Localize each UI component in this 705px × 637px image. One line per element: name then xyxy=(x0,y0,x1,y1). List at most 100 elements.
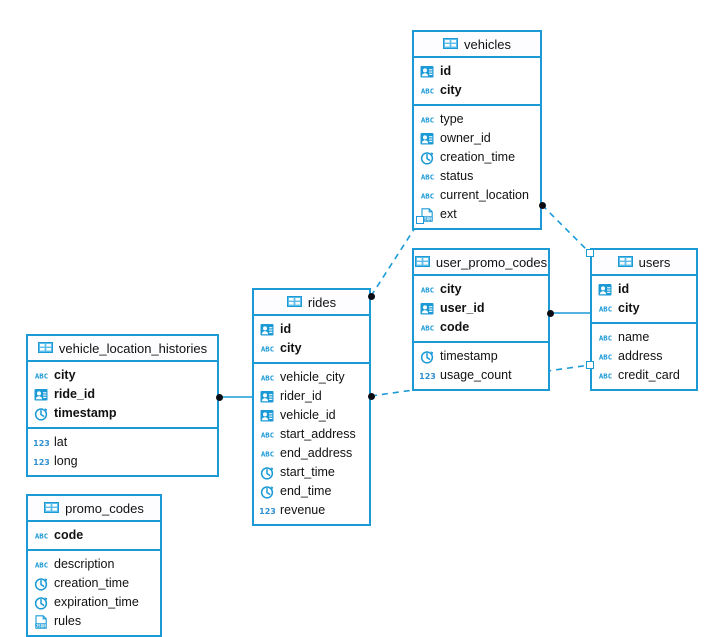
table-title: vehicle_location_histories xyxy=(58,340,208,356)
abc-text-icon: ABC xyxy=(598,369,613,383)
field-row-users-id[interactable]: id xyxy=(592,280,696,299)
clock-icon xyxy=(34,577,49,591)
relationship-endpoint-square-rides-to-vehicles xyxy=(416,216,424,224)
field-row-vehicles-id[interactable]: id xyxy=(414,62,540,81)
field-row-user_promo_codes-user_id[interactable]: user_id xyxy=(414,299,548,318)
field-label: status xyxy=(440,169,474,184)
field-row-promo_codes-creation_time[interactable]: creation_time xyxy=(28,574,160,593)
relationship-endpoint-dot-rides-to-users xyxy=(367,392,375,400)
field-row-vehicles-city[interactable]: ABC city xyxy=(414,81,540,100)
table-header-promo_codes[interactable]: promo_codes xyxy=(28,496,160,522)
abc-text-icon: ABC xyxy=(260,342,275,356)
field-label: name xyxy=(618,330,650,345)
svg-text:ABC: ABC xyxy=(35,560,48,569)
id-badge-icon xyxy=(420,302,435,316)
abc-text-icon: ABC xyxy=(598,302,613,316)
relationship-endpoint-dot-rides-to-vehicles xyxy=(367,292,375,300)
clock-icon xyxy=(260,485,275,499)
svg-text:ABC: ABC xyxy=(421,285,434,294)
field-row-rides-start_time[interactable]: start_time xyxy=(254,463,369,482)
123-number-icon: 123 xyxy=(260,504,275,518)
svg-text:ABC: ABC xyxy=(261,430,274,439)
123-number-icon: 123 xyxy=(420,369,435,383)
table-title: rides xyxy=(307,294,337,310)
clock-icon xyxy=(34,596,49,610)
field-row-rides-rider_id[interactable]: rider_id xyxy=(254,387,369,406)
abc-text-icon: ABC xyxy=(598,350,613,364)
field-label: id xyxy=(618,282,630,297)
clock-icon xyxy=(420,151,435,165)
table-header-vehicle_location_histories[interactable]: vehicle_location_histories xyxy=(28,336,217,362)
abc-text-icon: ABC xyxy=(420,283,435,297)
svg-text:ABC: ABC xyxy=(421,115,434,124)
svg-text:123: 123 xyxy=(260,507,275,516)
abc-text-icon: ABC xyxy=(260,428,275,442)
field-label: city xyxy=(440,282,462,297)
abc-text-icon: ABC xyxy=(420,113,435,127)
table-icon xyxy=(414,255,430,269)
field-row-vehicles-owner_id[interactable]: owner_id xyxy=(414,129,540,148)
field-row-user_promo_codes-timestamp[interactable]: timestamp xyxy=(414,347,548,366)
field-row-rides-id[interactable]: id xyxy=(254,320,369,339)
relationship-endpoint-square-rides-to-users xyxy=(586,361,594,369)
field-row-user_promo_codes-city[interactable]: ABC city xyxy=(414,280,548,299)
id-badge-icon xyxy=(420,132,435,146)
field-label: ext xyxy=(440,207,457,222)
table-header-vehicles[interactable]: vehicles xyxy=(414,32,540,58)
abc-text-icon: ABC xyxy=(260,447,275,461)
abc-text-icon: ABC xyxy=(420,84,435,98)
field-row-vehicles-creation_time[interactable]: creation_time xyxy=(414,148,540,167)
field-row-users-city[interactable]: ABC city xyxy=(592,299,696,318)
clock-icon xyxy=(260,466,275,480)
field-row-vehicle_location_histories-timestamp[interactable]: timestamp xyxy=(28,404,217,423)
table-header-user_promo_codes[interactable]: user_promo_codes xyxy=(414,250,548,276)
relationship-vehicles-to-users[interactable] xyxy=(541,204,591,254)
table-header-users[interactable]: users xyxy=(592,250,696,276)
table-icon xyxy=(37,341,53,355)
field-label: lat xyxy=(54,435,68,450)
field-row-vehicle_location_histories-ride_id[interactable]: ride_id xyxy=(28,385,217,404)
field-label: start_time xyxy=(280,465,335,480)
field-label: city xyxy=(440,83,462,98)
field-row-rides-end_time[interactable]: end_time xyxy=(254,482,369,501)
field-row-rides-vehicle_id[interactable]: vehicle_id xyxy=(254,406,369,425)
field-row-promo_codes-expiration_time[interactable]: expiration_time xyxy=(28,593,160,612)
id-badge-icon xyxy=(420,65,435,79)
svg-text:ABC: ABC xyxy=(421,86,434,95)
table-header-rides[interactable]: rides xyxy=(254,290,369,316)
svg-text:ABC: ABC xyxy=(599,371,612,380)
field-label: city xyxy=(618,301,640,316)
table-title: vehicles xyxy=(464,36,511,52)
field-label: end_time xyxy=(280,484,332,499)
svg-text:ABC: ABC xyxy=(261,373,274,382)
